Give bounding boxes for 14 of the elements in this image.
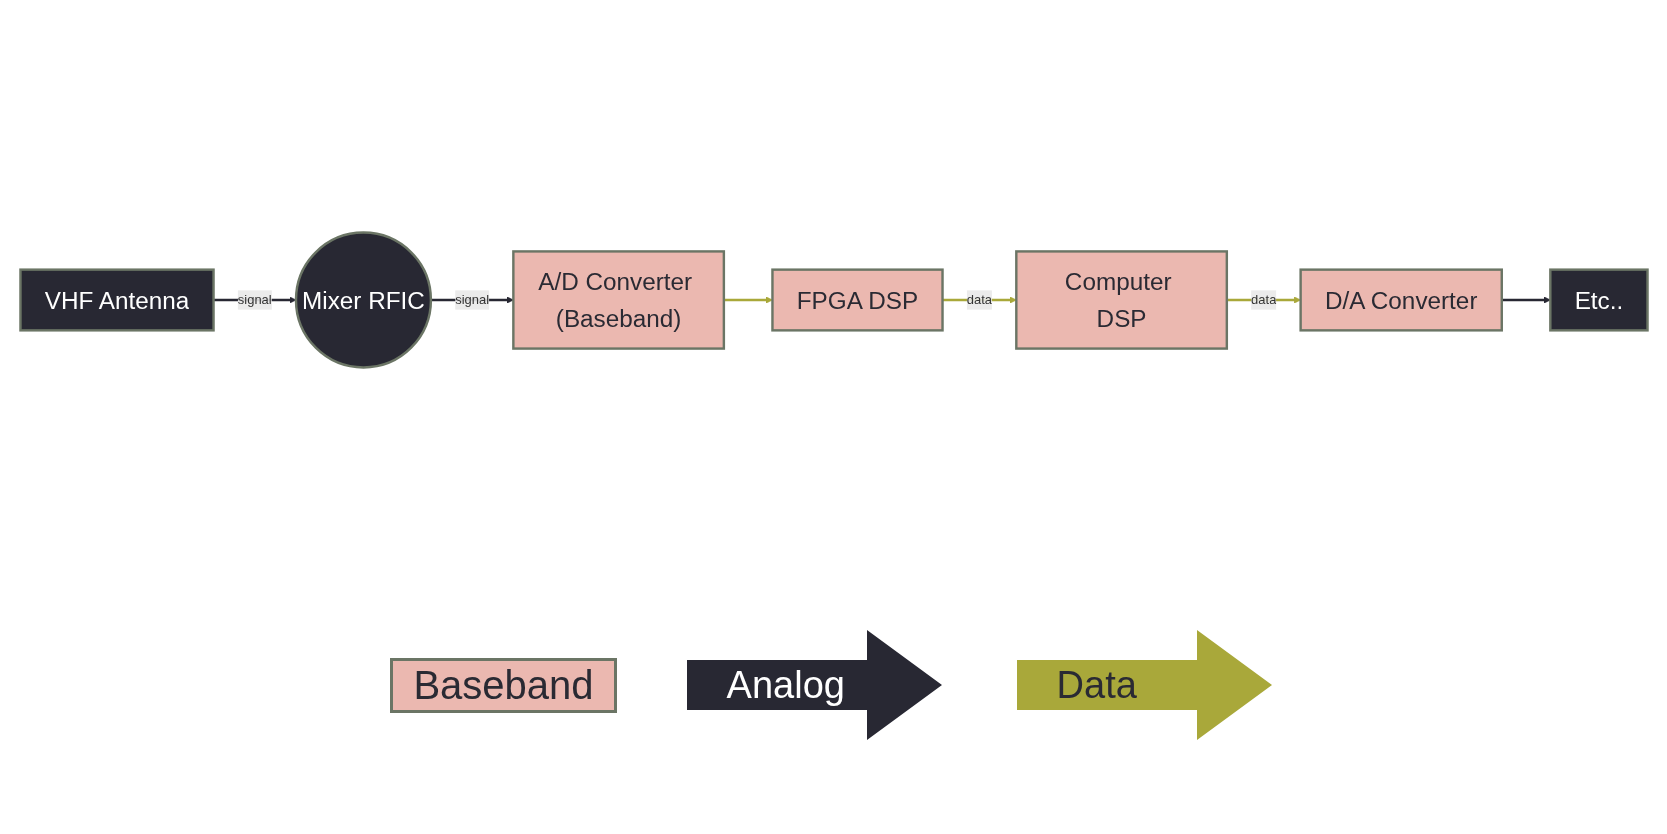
- legend-text: Data: [1056, 663, 1137, 707]
- node-box: D/A Converter: [1298, 268, 1503, 332]
- node-box: A/D Converter (Baseband): [511, 250, 725, 350]
- legend-text: Analog: [726, 663, 845, 707]
- legend-swatch: Baseband: [390, 657, 617, 713]
- node-box: VHF Antenna: [18, 268, 215, 332]
- edge-label: signal: [237, 292, 272, 307]
- node-box: FPGA DSP: [770, 268, 944, 332]
- node-box: Etc..: [1548, 268, 1649, 332]
- edge-label: data: [1250, 292, 1276, 307]
- node-circle: Mixer RFIC: [294, 231, 432, 369]
- edge-label: data: [966, 292, 992, 307]
- node-box: Computer DSP: [1014, 250, 1228, 350]
- edge-label: signal: [454, 292, 489, 307]
